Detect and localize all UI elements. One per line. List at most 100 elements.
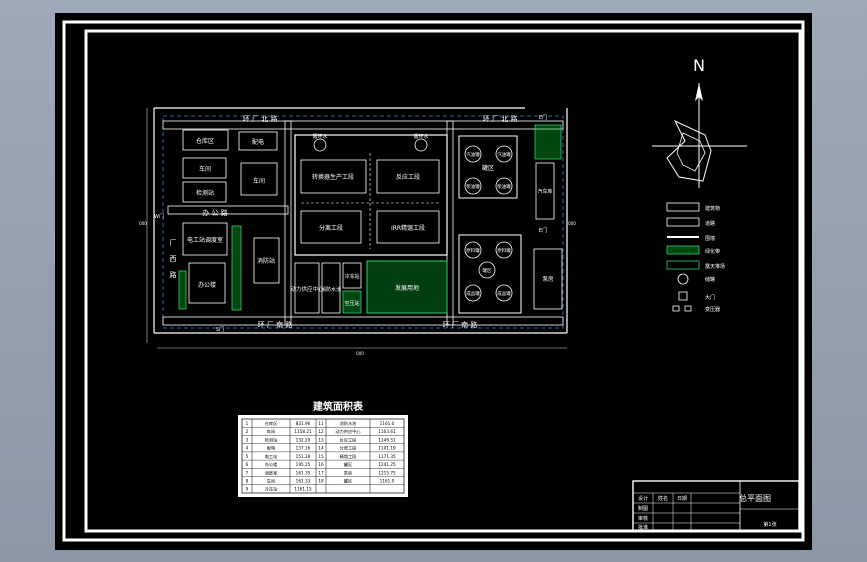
dimension-left: 000: [139, 221, 147, 226]
tank-p2-label: 循环水: [413, 133, 428, 140]
area-table-cell: 车间: [267, 477, 275, 484]
title-block-r1c2: 姓名: [658, 495, 668, 502]
building-b15: [342, 290, 362, 314]
area-table-cell: 调度室: [265, 469, 278, 476]
wind-rose-inner: [676, 132, 706, 172]
road-label-south-right: 环 厂 南 路: [443, 320, 478, 329]
building-b10: [300, 210, 362, 244]
building-b18: [458, 234, 522, 314]
building-b5-label: 电工站调度室: [187, 236, 223, 244]
site-plan: 仓库区 车间 检测站 配电 车间 电工站调度室 办公楼 消防站 转换器生产工段 …: [139, 107, 576, 356]
title-block-r2c1: 制图: [638, 505, 648, 512]
building-b15-label: 空压站: [344, 300, 359, 307]
legend-label-6: 储罐: [705, 276, 715, 283]
area-table-cell: 1103.61: [378, 429, 396, 434]
tank-t8-label: 成品罐: [466, 290, 480, 297]
building-b17-label: 罐区: [482, 164, 494, 172]
green-belt-3: [534, 124, 562, 160]
area-table-cell: 2: [246, 429, 249, 434]
wind-rose-outer: [666, 119, 712, 182]
tank-t3: [464, 177, 482, 195]
building-b19-label: 汽车库: [537, 188, 552, 195]
title-block-r1c1: 设计: [638, 495, 648, 502]
legend-symbol-8: [672, 305, 680, 312]
building-b21: [533, 248, 563, 310]
area-table-cell: 13: [318, 437, 324, 442]
area-table-cell: 精馏工段: [340, 453, 358, 460]
area-table-cell: 12: [318, 429, 324, 434]
area-table-cell: 罐区: [344, 477, 352, 484]
legend-symbol-1: [666, 202, 700, 212]
tank-t6-label: 原料罐: [497, 247, 511, 254]
title-block-frame: [632, 480, 800, 532]
gate-west: W门: [154, 213, 164, 220]
area-table-cell: 1101.19: [378, 446, 396, 451]
outer-frame: [62, 20, 805, 542]
tank-t4: [495, 177, 513, 195]
legend-symbol-5: [666, 260, 700, 270]
building-b5: [182, 222, 228, 256]
dimension-bottom: 000: [356, 351, 364, 356]
area-table-cell: 15: [318, 454, 324, 459]
building-b20-label: 消防站: [257, 257, 275, 265]
tank-t6: [495, 241, 513, 259]
legend-label-7: 大门: [705, 294, 715, 301]
north-arrow: N: [652, 56, 747, 188]
north-letter: N: [693, 56, 705, 75]
area-table-cell: 罐区: [344, 461, 352, 468]
sheet-number: 第1张: [763, 521, 776, 528]
area-table-cell: 冷冻站: [265, 486, 278, 493]
process-block: [294, 134, 448, 256]
area-table-cell: 18: [318, 478, 324, 483]
road-label-west-a: 厂: [170, 239, 177, 247]
building-b4-label: 配电: [252, 138, 264, 146]
tank-t5: [464, 241, 482, 259]
drawing-name: 总平面图: [739, 493, 771, 503]
legend-symbol-7: [678, 291, 688, 301]
road-label-west-c: 路: [170, 270, 177, 279]
road-label-south-left: 环 厂 南 路: [258, 320, 293, 329]
legend-symbol-2: [666, 217, 700, 227]
tank-p1-label: 循环水: [312, 133, 327, 140]
building-b9: [376, 159, 440, 194]
area-table-cell: 137.16: [296, 446, 311, 451]
legend-label-1: 建筑物: [705, 205, 720, 212]
area-table-cell: 1158.21: [294, 429, 312, 434]
area-table-cell: 检测站: [265, 436, 278, 443]
building-b9-label: 反应工段: [396, 173, 420, 181]
legend-label-5: 露天堆场: [705, 263, 725, 270]
green-belt-2: [231, 225, 242, 311]
area-table-cell: 16: [318, 462, 324, 467]
building-b19: [535, 162, 555, 220]
area-table-cell: 1171.35: [378, 454, 396, 459]
area-table-cell: 6: [246, 462, 249, 467]
drawing-canvas[interactable]: 仓库区 车间 检测站 配电 车间 电工站调度室 办公楼 消防站 转换器生产工段 …: [55, 13, 812, 550]
site-plan-drawing: 仓库区 车间 检测站 配电 车间 电工站调度室 办公楼 消防站 转换器生产工段 …: [62, 20, 805, 542]
area-table-cell: 动力供应中心: [335, 428, 361, 435]
area-table-cell: 车间: [267, 428, 275, 435]
gate-east-top: E门: [539, 114, 547, 121]
building-b13-label: 消防水池: [321, 286, 341, 293]
building-b8-label: 转换器生产工段: [312, 173, 354, 181]
area-table-title: 建筑面积表: [312, 400, 364, 413]
tank-t9: [495, 284, 513, 302]
tank-t7-label: 罐区: [483, 267, 492, 274]
building-b1: [182, 129, 229, 151]
tank-t7: [478, 261, 496, 279]
building-b12: [294, 262, 320, 314]
building-b2: [182, 157, 227, 179]
title-block-r1c3: 日期: [677, 496, 687, 502]
building-b8: [300, 159, 367, 194]
compass-arrow-icon: [695, 83, 703, 101]
area-table-cell: 1241.25: [378, 462, 396, 467]
area-table-cell: 5: [246, 454, 249, 459]
title-block-r4c1: 批准: [638, 524, 648, 531]
area-table-cell: 17: [318, 470, 324, 475]
tank-p1: [313, 138, 327, 152]
road-label-west-b: 西: [170, 255, 177, 263]
building-b11-label: IRR精馏工段: [391, 224, 425, 232]
area-table-cell: 151.28: [296, 454, 311, 459]
dimension-right: 000: [568, 221, 576, 226]
